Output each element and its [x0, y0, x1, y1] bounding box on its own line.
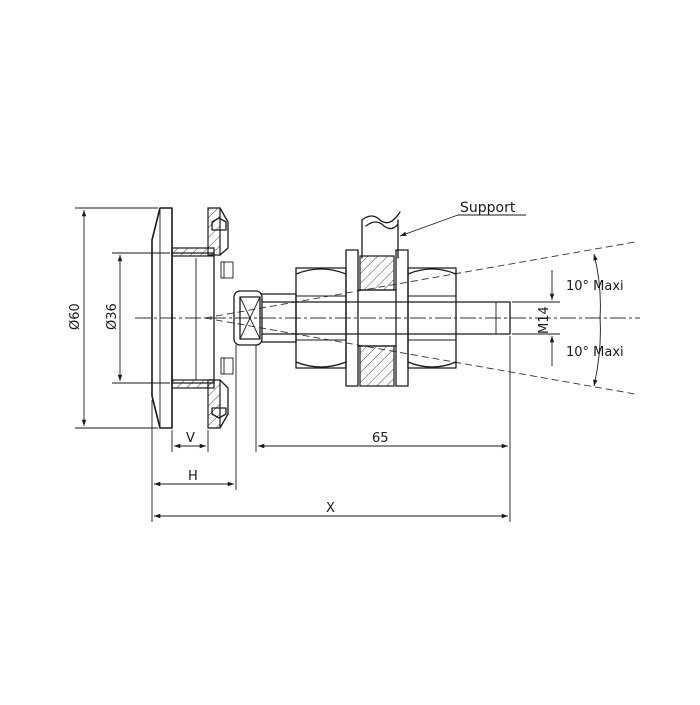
dim-x: X [154, 501, 508, 519]
support-label: Support [460, 200, 516, 216]
ball-joint [233, 290, 297, 346]
dim-dia-outer: Ø60 [68, 207, 158, 429]
angle-lower-label: 10° Maxi [566, 345, 624, 360]
support-callout: Support [399, 200, 526, 237]
dia-inner-label: Ø36 [105, 303, 120, 330]
left-nut [295, 267, 347, 369]
threaded-rod [261, 301, 511, 335]
right-nut [407, 267, 457, 369]
dim-m14: M14 [512, 270, 560, 366]
dim-dia-inner: Ø36 [105, 252, 170, 384]
support-beam [361, 211, 401, 259]
dim-h: H [154, 469, 234, 487]
dim-65-label: 65 [372, 431, 389, 446]
dia-outer-label: Ø60 [68, 303, 83, 330]
sleeve-body [171, 247, 215, 389]
extension-lines [151, 336, 511, 522]
support-washers [345, 249, 409, 387]
rear-flange [207, 207, 234, 429]
dim-65: 65 [258, 431, 508, 449]
thread-label: M14 [537, 306, 552, 334]
front-disk [151, 207, 173, 429]
dim-h-label: H [188, 469, 198, 484]
dim-x-label: X [326, 501, 335, 516]
angle-arcs: 10° Maxi 10° Maxi [566, 253, 624, 387]
dim-v-label: V [186, 431, 195, 446]
cone-lines [204, 241, 636, 395]
angle-upper-label: 10° Maxi [566, 279, 624, 294]
dim-v: V [174, 431, 206, 449]
